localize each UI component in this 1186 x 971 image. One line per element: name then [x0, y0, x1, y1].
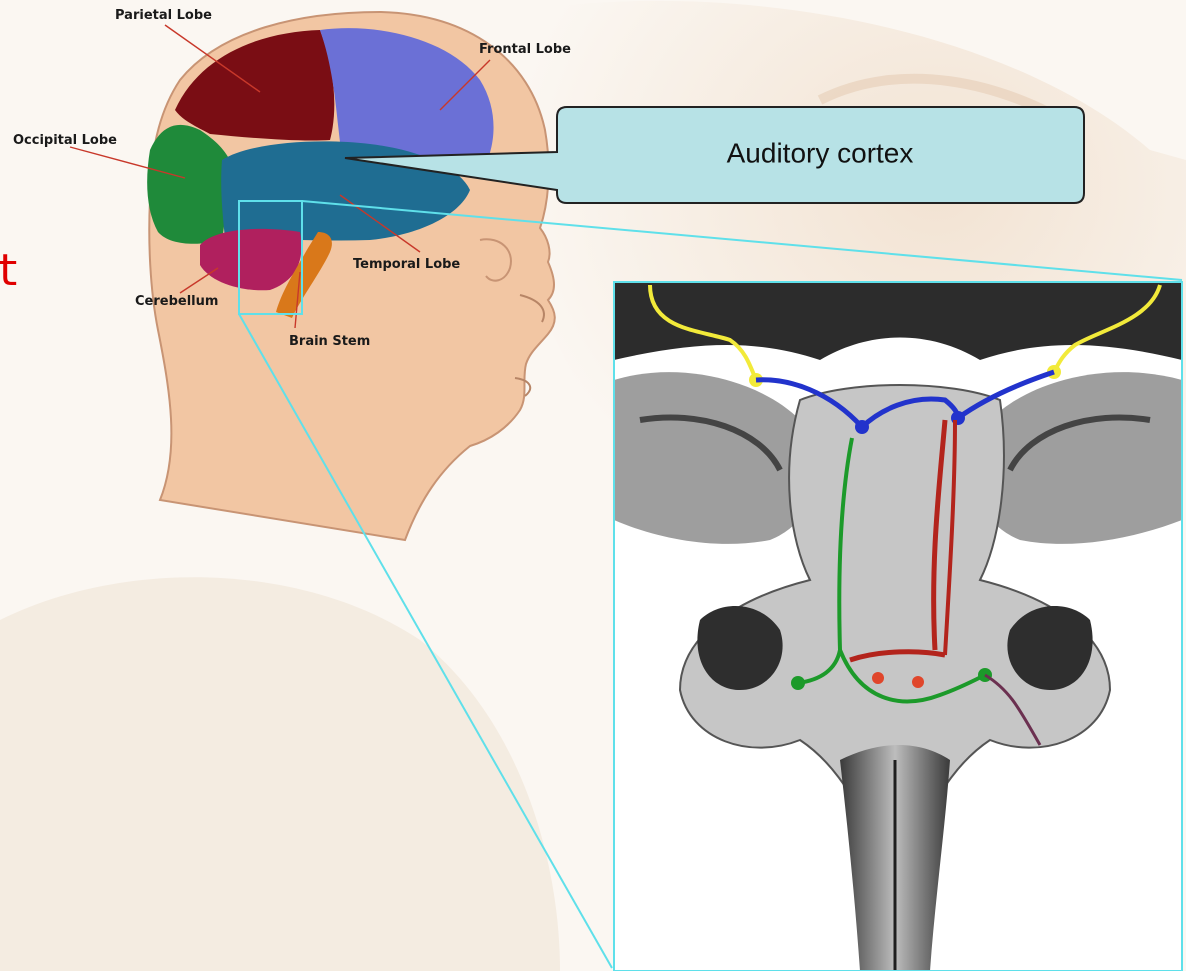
label-brain-stem: Brain Stem [289, 334, 370, 349]
node-blue-left [855, 420, 869, 434]
clipped-text: t [0, 245, 21, 296]
parietal-lobe [175, 30, 334, 141]
label-cerebellum: Cerebellum [135, 294, 218, 309]
brainstem-inset [614, 282, 1182, 971]
label-temporal-lobe: Temporal Lobe [353, 257, 460, 272]
label-frontal-lobe: Frontal Lobe [479, 42, 571, 57]
node-green-left [791, 676, 805, 690]
label-parietal-lobe: Parietal Lobe [115, 8, 212, 23]
label-occipital-lobe: Occipital Lobe [13, 133, 117, 148]
callout-label: Auditory cortex [727, 137, 914, 168]
